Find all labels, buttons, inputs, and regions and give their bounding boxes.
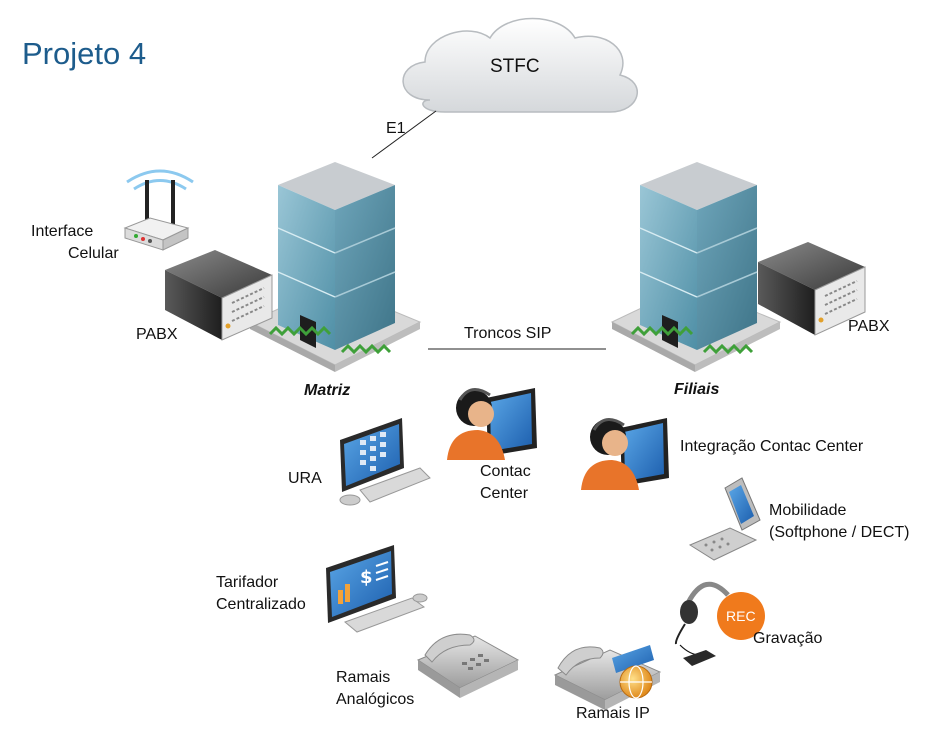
- filiais-building-icon: [610, 162, 782, 372]
- analog-phone-icon: [416, 633, 520, 698]
- stfc-label: STFC: [490, 56, 540, 77]
- sip-trunk-label: Troncos SIP: [464, 325, 552, 342]
- pabx-right-icon: [758, 242, 866, 336]
- filiais-label: Filiais: [674, 381, 720, 398]
- e1-label: E1: [386, 120, 406, 137]
- tariff-computer-icon: $: [326, 545, 428, 633]
- cellular-interface-router-icon: [123, 169, 194, 251]
- interface-label-line2: Celular: [68, 245, 119, 262]
- contact-center-agent-icon: [447, 388, 537, 460]
- integration-label: Integração Contac Center: [680, 438, 864, 455]
- stfc-cloud-icon: [402, 17, 638, 113]
- recording-label: Gravação: [753, 630, 823, 647]
- pabx-right-label: PABX: [848, 318, 890, 335]
- ip-phone-icon: [553, 645, 662, 710]
- ip-ext-label: Ramais IP: [576, 705, 650, 722]
- mobility-label-line1: Mobilidade: [769, 502, 847, 519]
- interface-label-line1: Interface: [31, 223, 94, 240]
- matriz-building-icon: [248, 162, 422, 372]
- e1-link-line: [371, 110, 437, 159]
- analog-label-line1: Ramais: [336, 669, 391, 686]
- pabx-left-label: PABX: [136, 326, 178, 343]
- contact-center-label-line2: Center: [480, 485, 529, 502]
- mobile-phone-icon: [688, 477, 761, 561]
- ura-label: URA: [288, 470, 322, 487]
- pabx-left-icon: [165, 250, 273, 341]
- page-title: Projeto 4: [22, 36, 147, 71]
- mobility-label-line2: (Softphone / DECT): [769, 524, 910, 541]
- contact-center-label-line1: Contac: [480, 463, 531, 480]
- ura-computer-icon: [339, 418, 431, 506]
- tariff-label-line1: Tarifador: [216, 574, 279, 591]
- rec-badge: [717, 592, 765, 640]
- rec-badge-label: REC: [726, 608, 756, 624]
- analog-label-line2: Analógicos: [336, 691, 415, 708]
- svg-text:$: $: [360, 567, 373, 588]
- tariff-label-line2: Centralizado: [216, 596, 306, 613]
- integration-agent-icon: [581, 418, 669, 490]
- matriz-label: Matriz: [304, 382, 351, 399]
